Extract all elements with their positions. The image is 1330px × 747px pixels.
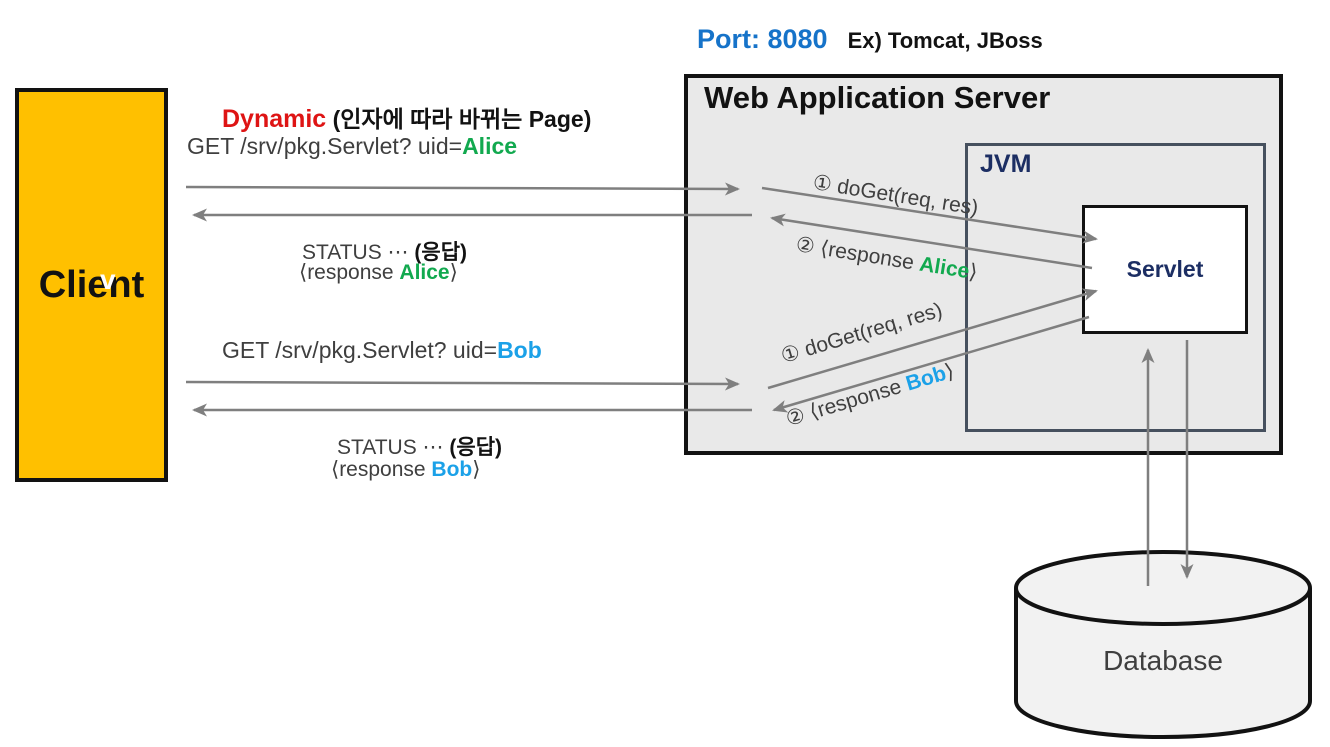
servlet-label: Servlet (1126, 256, 1204, 282)
alice-user: Alice (399, 261, 450, 284)
response-alice-text: ⟨response Alice⟩ (299, 261, 458, 284)
request-bob-text: GET /srv/pkg.Servlet? uid=Bob (222, 337, 542, 363)
database-body (1014, 588, 1312, 740)
examples-label: Ex) Tomcat, JBoss (847, 28, 1043, 53)
dynamic-note: (인자에 따라 바뀌는 Page) (332, 106, 592, 132)
database-label: Database (1103, 645, 1223, 676)
server-header: Port: 8080 Ex) Tomcat, JBoss (697, 24, 1043, 55)
status-bob-text: STATUS ⋯ (응답) (337, 436, 503, 459)
bob-user: Bob (431, 458, 473, 481)
web-application-server-title: Web Application Server (704, 80, 1051, 115)
client-cursor-mark: v (100, 264, 116, 295)
alice-user: Alice (462, 133, 518, 159)
bob-user: Bob (497, 337, 542, 363)
dynamic-word: Dynamic (222, 105, 327, 133)
jvm-box: JVM (965, 143, 1266, 432)
database-top (1014, 550, 1312, 626)
status-alice-text: STATUS ⋯ (응답) (302, 241, 468, 264)
client-label: Client (38, 263, 145, 306)
dynamic-caption: Dynamic (인자에 따라 바뀌는 Page) (222, 100, 591, 134)
arrow-request-bob (185, 377, 740, 391)
response-bob-text: ⟨response Bob⟩ (331, 458, 481, 481)
arrow-request-alice (185, 182, 740, 196)
port-label: Port: 8080 (697, 24, 828, 54)
request-alice-text: GET /srv/pkg.Servlet? uid=Alice (187, 133, 518, 159)
database-cylinder (1014, 550, 1312, 740)
client-box: Client (15, 88, 168, 482)
jvm-label: JVM (980, 150, 1032, 178)
servlet-box: Servlet (1082, 205, 1248, 334)
